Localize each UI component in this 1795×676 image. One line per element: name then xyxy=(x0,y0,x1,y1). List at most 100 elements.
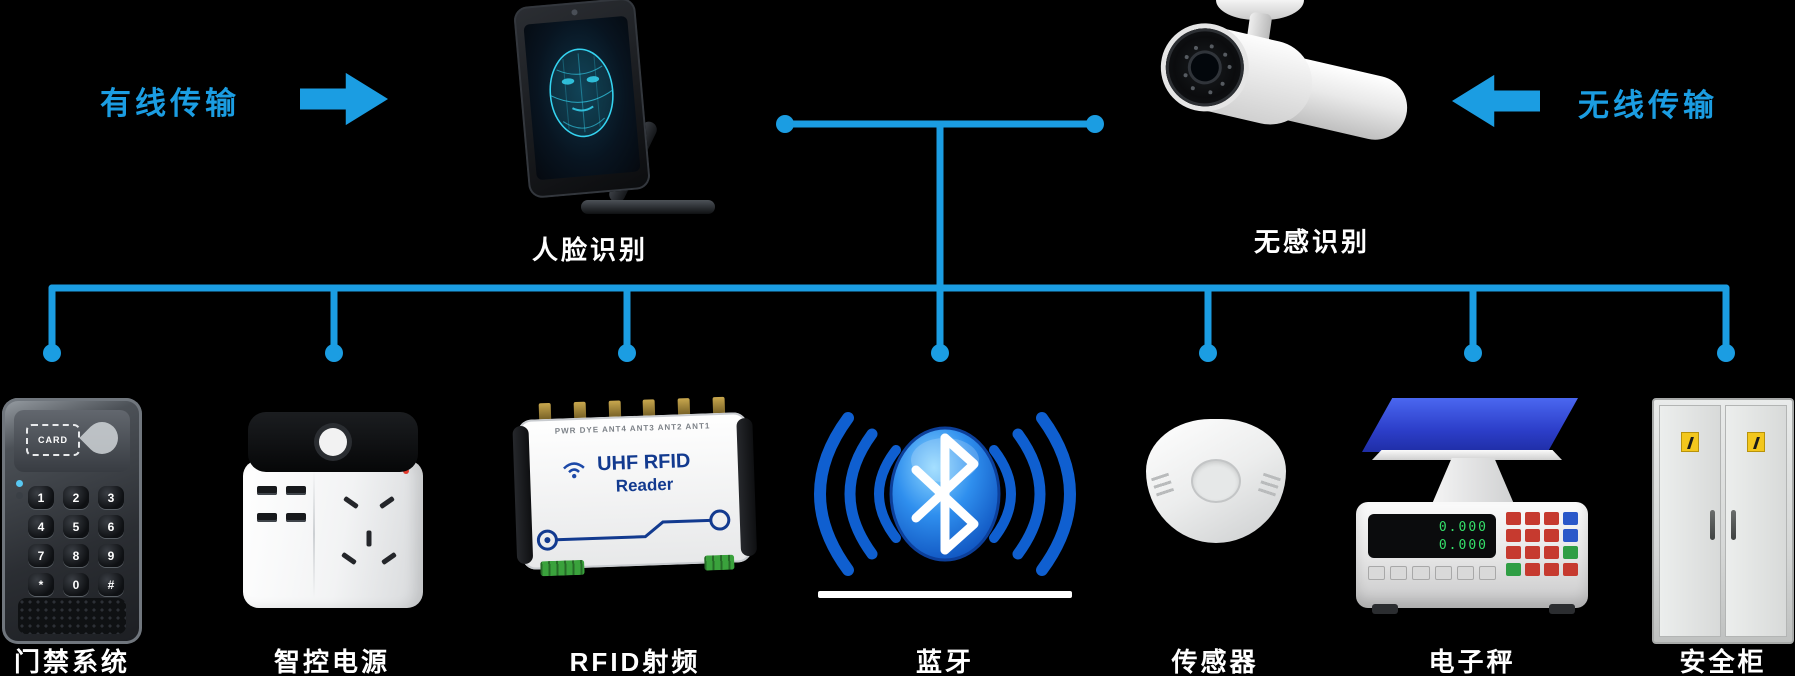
keypad-key: 8 xyxy=(63,544,89,567)
scale-key xyxy=(1506,563,1521,576)
device-label-access-control: 门禁系统 xyxy=(13,647,130,676)
camera-body xyxy=(1144,7,1433,181)
scale-display: 0.000 0.000 xyxy=(1368,514,1496,558)
circuit-trace-icon xyxy=(536,509,731,551)
camera-ceiling-mount xyxy=(1216,0,1304,20)
weighing-platform xyxy=(1362,398,1578,452)
electronic-scale-device: 0.000 0.000 xyxy=(1356,398,1591,640)
access-control-device: CARD 1 2 3 4 5 6 7 8 9 * 0 # xyxy=(2,398,142,644)
terminal-block xyxy=(540,559,585,577)
usb-port xyxy=(257,486,277,495)
scale-key xyxy=(1563,563,1578,576)
usb-port xyxy=(286,486,306,495)
wifi-icon xyxy=(561,458,588,486)
status-led-blue xyxy=(16,480,23,487)
outlet-pin-slot xyxy=(381,551,397,566)
usb-port xyxy=(286,513,306,522)
scale-key xyxy=(1544,529,1559,542)
cabinet-door-right xyxy=(1725,405,1787,637)
scale-key xyxy=(1506,512,1521,525)
function-key xyxy=(1390,566,1408,580)
surveillance-camera-device xyxy=(1128,0,1440,192)
scale-key xyxy=(1525,563,1540,576)
scale-key xyxy=(1544,563,1559,576)
rfid-title: UHF RFID xyxy=(596,450,691,476)
speaker-grille xyxy=(18,598,126,634)
socket-outlets xyxy=(335,490,411,590)
scale-key xyxy=(1563,529,1578,542)
sensor-center-ring xyxy=(1193,461,1239,501)
warning-sticker-icon xyxy=(1747,432,1765,452)
lens-glass xyxy=(1188,50,1222,85)
function-key xyxy=(1412,566,1430,580)
device-label-cabinet: 安全柜 xyxy=(1679,647,1767,676)
status-led-off xyxy=(16,492,23,499)
outlet-pin-slot xyxy=(379,495,395,510)
cube-edge xyxy=(313,470,315,598)
scale-key xyxy=(1525,512,1540,525)
keypad-key: 2 xyxy=(63,486,89,509)
device-label-smart-power: 智控电源 xyxy=(273,647,390,676)
scale-key xyxy=(1563,546,1578,559)
scale-key xyxy=(1525,546,1540,559)
keypad-key: 3 xyxy=(98,486,124,509)
keypad-key: 5 xyxy=(63,515,89,538)
sensor-device xyxy=(1142,415,1292,553)
wired-transmission-label: 有线传输 xyxy=(100,86,240,121)
terminal-block xyxy=(704,554,735,571)
bluetooth-device xyxy=(800,398,1090,604)
weight-readout: 0.000 xyxy=(1438,519,1488,535)
scale-foot xyxy=(1372,604,1398,614)
function-key xyxy=(1478,566,1497,580)
scale-key xyxy=(1544,512,1559,525)
face-recognition-label: 人脸识别 xyxy=(531,235,648,265)
function-keys xyxy=(1368,566,1497,580)
keypad-key: # xyxy=(98,573,124,596)
device-label-sensor: 传感器 xyxy=(1171,647,1259,676)
device-label-scale: 电子秤 xyxy=(1428,647,1516,676)
cabinet-door-left xyxy=(1659,405,1721,637)
card-reader-zone: CARD xyxy=(14,410,130,472)
stand-base xyxy=(581,200,715,214)
vent-slots xyxy=(1257,472,1281,500)
intercom-keypad: 1 2 3 4 5 6 7 8 9 * 0 # xyxy=(28,486,124,596)
scale-key xyxy=(1544,546,1559,559)
keypad-key: 7 xyxy=(28,544,54,567)
door-handle xyxy=(1731,510,1736,540)
card-icon: CARD xyxy=(26,424,80,456)
scale-key xyxy=(1563,512,1578,525)
outlet-pin-slot xyxy=(341,551,357,566)
senseless-recognition-label: 无感识别 xyxy=(1253,227,1370,257)
outlet-pin-slot xyxy=(366,530,372,547)
face-scan-screen xyxy=(523,15,641,181)
keypad-key: 6 xyxy=(98,515,124,538)
bluetooth-icon xyxy=(814,412,1076,598)
smart-power-device xyxy=(235,412,430,610)
function-key xyxy=(1434,566,1452,580)
function-key xyxy=(1368,566,1386,580)
side-rail xyxy=(512,425,534,565)
scale-body: 0.000 0.000 xyxy=(1356,502,1588,608)
scale-key xyxy=(1525,529,1540,542)
function-key xyxy=(1456,566,1474,580)
vent-slots xyxy=(1151,472,1175,500)
sensor-body xyxy=(1146,419,1286,543)
rfid-subtitle: Reader xyxy=(615,474,674,496)
rfid-reader-device: PWR DYE ANT4 ANT3 ANT2 ANT1 UHF RFID Rea… xyxy=(512,396,758,600)
keypad-key: 9 xyxy=(98,544,124,567)
port-labels: PWR DYE ANT4 ANT3 ANT2 ANT1 xyxy=(554,421,711,436)
power-button-icon xyxy=(319,428,347,456)
power-led xyxy=(403,468,409,474)
platform-base xyxy=(1372,450,1562,460)
scale-keypad xyxy=(1506,512,1578,576)
face-wireframe-icon xyxy=(549,48,614,138)
front-camera-icon xyxy=(571,9,578,16)
keypad-key: * xyxy=(28,573,54,596)
scale-key xyxy=(1506,529,1521,542)
face-terminal-screen-panel xyxy=(512,0,652,199)
keypad-key: 0 xyxy=(63,573,89,596)
hand-swipe-icon xyxy=(79,415,125,461)
price-readout: 0.000 xyxy=(1438,537,1488,553)
